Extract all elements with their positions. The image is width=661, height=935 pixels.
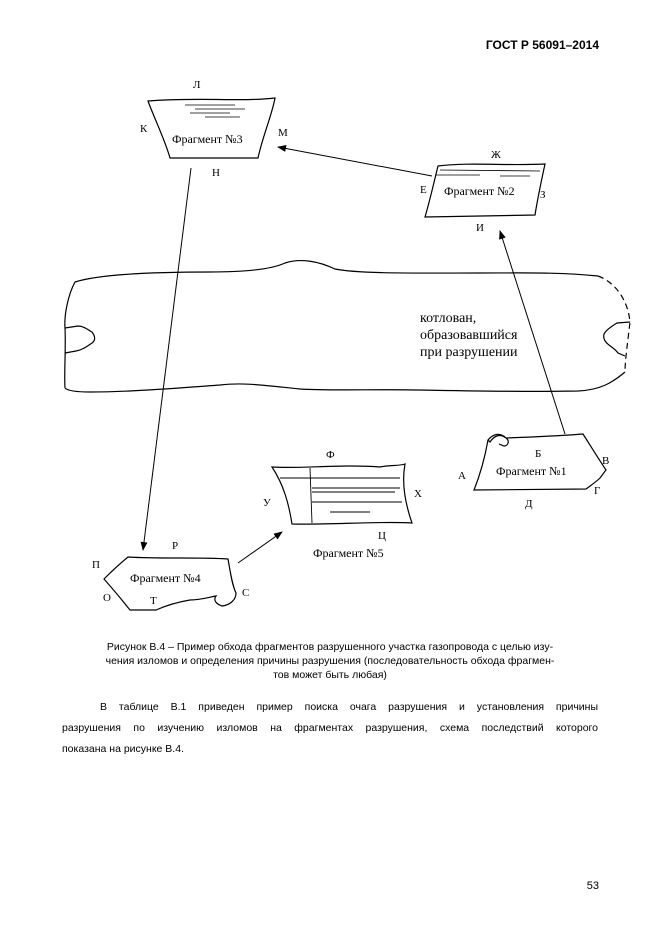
arrow-fragment-1-to-2 <box>499 230 566 435</box>
fragment-2-edge-e: Е <box>420 184 427 196</box>
fragment-1-edge-v: В <box>602 455 609 467</box>
fragment-5-hatching <box>280 467 402 524</box>
fragment-2-title: Фрагмент №2 <box>444 184 515 198</box>
fragment-2-edge-zh: Ж <box>491 149 501 161</box>
fragment-4-edge-r: Р <box>172 540 178 552</box>
fragment-3: Фрагмент №3 К Л М Н <box>140 79 288 179</box>
caption-line-2: чения изломов и определения причины разр… <box>105 655 555 667</box>
fragment-3-edge-l: Л <box>193 79 201 91</box>
fragment-5-title: Фрагмент №5 <box>313 546 384 560</box>
paragraph-line-1: В таблице В.1 приведен пример поиска оча… <box>100 701 598 713</box>
fragment-5-edge-u: У <box>263 497 271 509</box>
paragraph-line-3: показана на рисунке В.4. <box>62 743 184 755</box>
fragment-4-shape <box>103 556 237 611</box>
paragraph-line-2: разрушения по изучению изломов на фрагме… <box>62 722 598 734</box>
fragment-1-edge-b: Б <box>535 448 541 460</box>
fragment-3-shape <box>147 97 276 159</box>
fragment-1-edge-a: А <box>458 470 466 482</box>
fragment-3-hatching <box>185 104 245 118</box>
fragment-5-shape <box>270 463 413 525</box>
fragment-3-edge-m: М <box>278 127 288 139</box>
document-code-header: ГОСТ Р 56091–2014 <box>485 38 599 52</box>
fragment-4-edge-p: П <box>92 559 100 571</box>
fragment-2: Фрагмент №2 Е Ж З И <box>420 149 546 234</box>
fragment-5-edge-f: Ф <box>326 449 335 461</box>
page-number: 53 <box>586 880 599 892</box>
fragment-4-edge-t: Т <box>150 595 157 607</box>
fragment-5: Фрагмент №5 У Ф Х Ц <box>263 449 422 560</box>
fragment-inspection-diagram: котлован, образовавшийся при разрушении … <box>64 79 631 611</box>
fragment-1-edge-g: Г <box>594 485 600 497</box>
body-paragraph: В таблице В.1 приведен пример поиска оча… <box>62 697 598 760</box>
pit-label-line-2: образовавшийся <box>420 328 518 343</box>
fragment-5-edge-kh: Х <box>414 488 422 500</box>
fragment-4: Фрагмент №4 О П Р С Т <box>92 540 249 611</box>
pit-label-line-1: котлован, <box>420 311 476 326</box>
fragment-1-shape <box>473 433 607 491</box>
fragment-2-edge-z: З <box>540 189 546 201</box>
fragment-1-edge-d: Д <box>525 498 533 510</box>
caption-line-3: тов может быть любая) <box>273 669 387 681</box>
fragment-2-hatching <box>436 169 541 177</box>
arrow-fragment-2-to-3 <box>277 145 433 177</box>
pit-label-line-3: при разрушении <box>420 345 518 360</box>
fragment-4-title: Фрагмент №4 <box>130 571 201 585</box>
traversal-arrows <box>140 145 566 564</box>
fragment-3-title: Фрагмент №3 <box>172 132 243 146</box>
fragment-5-edge-ts: Ц <box>378 530 386 542</box>
fragment-1-title: Фрагмент №1 <box>496 464 567 478</box>
fragment-2-shape <box>424 163 546 218</box>
fragment-3-edge-n: Н <box>212 167 220 179</box>
caption-line-1: Рисунок В.4 – Пример обхода фрагментов р… <box>106 641 554 653</box>
arrow-fragment-3-to-4 <box>140 167 192 551</box>
fragment-1: Фрагмент №1 А Б В Г Д <box>458 433 609 510</box>
arrow-fragment-4-to-5 <box>237 531 283 564</box>
fragment-4-edge-o: О <box>103 592 111 604</box>
fragment-2-edge-i: И <box>476 222 484 234</box>
fragment-4-edge-s: С <box>242 587 249 599</box>
figure-caption: Рисунок В.4 – Пример обхода фрагментов р… <box>62 640 598 682</box>
fragment-3-edge-k: К <box>140 123 148 135</box>
